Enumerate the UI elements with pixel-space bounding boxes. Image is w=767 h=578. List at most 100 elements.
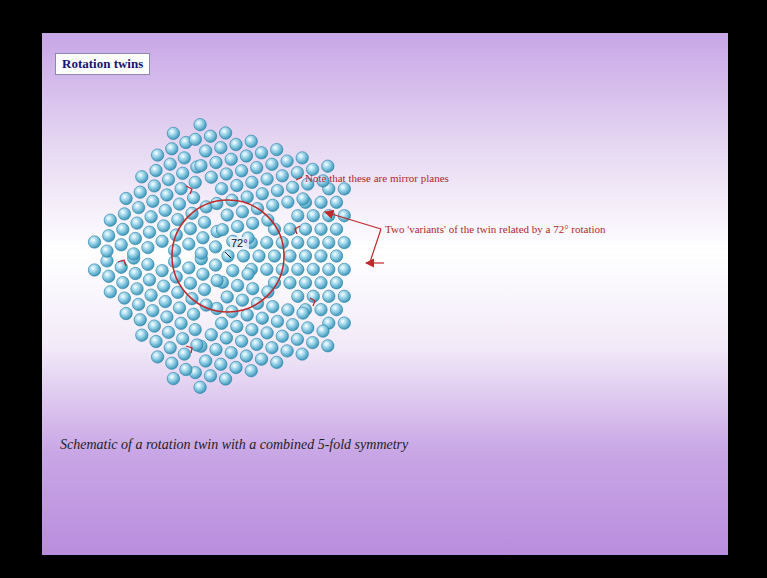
atom (266, 342, 278, 354)
atom (236, 294, 248, 306)
atom (187, 192, 199, 204)
atom (175, 183, 187, 195)
atom (296, 152, 308, 164)
atom (315, 277, 327, 289)
atom (180, 363, 192, 375)
atom (115, 261, 127, 273)
atom (330, 196, 342, 208)
figure-caption: Schematic of a rotation twin with a comb… (60, 437, 408, 453)
atom (284, 223, 296, 235)
atom (156, 265, 168, 277)
atom (129, 267, 141, 279)
angle-label: 72° (230, 237, 249, 249)
atom (204, 130, 216, 142)
atom (292, 210, 304, 222)
atom (307, 263, 319, 275)
atom (292, 263, 304, 275)
atom (200, 145, 212, 157)
atom (219, 127, 231, 139)
rotation-circle (172, 200, 284, 312)
atom (271, 356, 283, 368)
atom (145, 211, 157, 223)
atom (240, 350, 252, 362)
atom (222, 250, 234, 262)
atom (148, 180, 160, 192)
atom (216, 224, 228, 236)
atom (266, 158, 278, 170)
atom (191, 339, 203, 351)
atom (143, 226, 155, 238)
atom (296, 348, 308, 360)
atom (246, 324, 258, 336)
atom (156, 235, 168, 247)
atom (205, 171, 217, 183)
atom (253, 250, 265, 262)
atom (209, 259, 221, 271)
atom (162, 326, 174, 338)
atom (187, 308, 199, 320)
atom (194, 381, 206, 393)
atom (261, 263, 273, 275)
atom (251, 338, 263, 350)
atom (291, 333, 303, 345)
atom (151, 351, 163, 363)
atom (256, 188, 268, 200)
atom (164, 342, 176, 354)
atom (118, 208, 130, 220)
atom (338, 236, 350, 248)
atom (221, 291, 233, 303)
atom (189, 176, 201, 188)
atom (162, 173, 174, 185)
angle-mark (225, 252, 231, 258)
atom (215, 317, 227, 329)
atom (220, 168, 232, 180)
atom (166, 143, 178, 155)
atom (292, 236, 304, 248)
atom (150, 164, 162, 176)
atom (159, 295, 171, 307)
atom (322, 160, 334, 172)
atom (322, 340, 334, 352)
atom (129, 232, 141, 244)
atom (120, 192, 132, 204)
atom (197, 268, 209, 280)
atom (284, 277, 296, 289)
atom (268, 250, 280, 262)
atom (209, 241, 221, 253)
atom (204, 370, 216, 382)
atom (271, 184, 283, 196)
atom (104, 214, 116, 226)
atom (315, 223, 327, 235)
atom (338, 210, 350, 222)
atom (184, 223, 196, 235)
atom (197, 232, 209, 244)
atom (315, 250, 327, 262)
atom (175, 317, 187, 329)
atom (168, 255, 180, 267)
atom (315, 304, 327, 316)
atom (230, 138, 242, 150)
atom (299, 277, 311, 289)
atom (145, 289, 157, 301)
atom (282, 196, 294, 208)
atom (235, 335, 247, 347)
atom (292, 290, 304, 302)
atom (159, 204, 171, 216)
atom (338, 290, 350, 302)
atom (231, 279, 243, 291)
atom (88, 236, 100, 248)
atom (211, 274, 223, 286)
atom (142, 241, 154, 253)
atom (88, 264, 100, 276)
atom (323, 236, 335, 248)
atom (177, 333, 189, 345)
atom (184, 277, 196, 289)
atom (183, 262, 195, 274)
atom (240, 150, 252, 162)
atom (151, 149, 163, 161)
atom (173, 302, 185, 314)
atom (338, 263, 350, 275)
atom (231, 220, 243, 232)
atom (261, 327, 273, 339)
